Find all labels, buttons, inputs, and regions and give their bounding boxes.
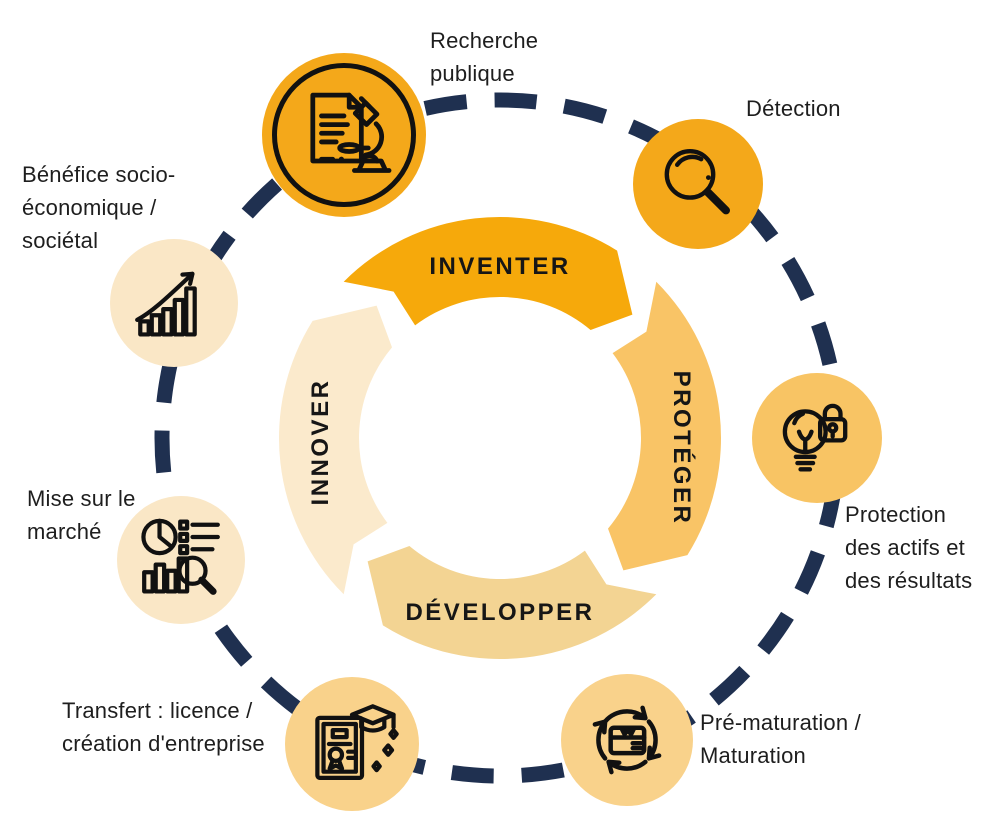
ring-label-inventer: INVENTER: [429, 253, 570, 280]
node-detection: [633, 119, 763, 249]
growth-arrow-icon: [135, 271, 197, 337]
label-line: Détection: [746, 96, 841, 121]
black-ring: [272, 63, 416, 207]
label-line: publique: [430, 61, 515, 86]
magnifying-glass-icon: [664, 149, 730, 215]
market-analysis-icon: [141, 518, 220, 595]
idea-lock-icon: [782, 403, 848, 472]
package-cycle-icon: [592, 705, 662, 775]
label-protection: Protection des actifs et des résultats: [845, 498, 972, 597]
ring-label-proteger: PROTÉGER: [668, 371, 696, 526]
label-line: création d'entreprise: [62, 731, 265, 756]
label-line: Bénéfice socio-: [22, 162, 176, 187]
label-line: Recherche: [430, 28, 539, 53]
node-transfert: [285, 677, 419, 811]
document-microscope-icon: [310, 92, 392, 173]
diploma-graduation-icon: [315, 704, 399, 780]
label-line: des actifs et: [845, 535, 965, 560]
ring-segment-innover: [278, 305, 392, 595]
label-line: sociétal: [22, 228, 99, 253]
node-benefice: [110, 239, 238, 367]
label-recherche-publique: Recherche publique: [430, 24, 538, 90]
ring-segment-developper: [367, 546, 657, 660]
label-line: marché: [27, 519, 102, 544]
node-protection: [752, 373, 882, 503]
ring-segment-inventer: [343, 216, 633, 330]
label-line: des résultats: [845, 568, 973, 593]
label-line: Mise sur le: [27, 486, 136, 511]
label-pre-maturation: Pré-maturation / Maturation: [700, 706, 861, 772]
ring-segment-proteger: [608, 281, 722, 571]
label-line: Protection: [845, 502, 947, 527]
node-recherche-publique: [262, 53, 426, 217]
label-line: Transfert : licence /: [62, 698, 253, 723]
ring-label-innover: INNOVER: [307, 379, 334, 506]
node-pre-maturation: [561, 674, 693, 806]
label-transfert: Transfert : licence / création d'entrepri…: [62, 694, 265, 760]
node-mise-sur-le-marche: [117, 496, 245, 624]
label-line: économique /: [22, 195, 157, 220]
label-benefice: Bénéfice socio-économique / sociétal: [22, 158, 175, 257]
label-detection: Détection: [746, 92, 841, 125]
label-mise-sur-le-marche: Mise sur le marché: [27, 482, 136, 548]
label-line: Pré-maturation /: [700, 710, 861, 735]
ring-label-developper: DÉVELOPPER: [405, 598, 594, 626]
label-line: Maturation: [700, 743, 806, 768]
